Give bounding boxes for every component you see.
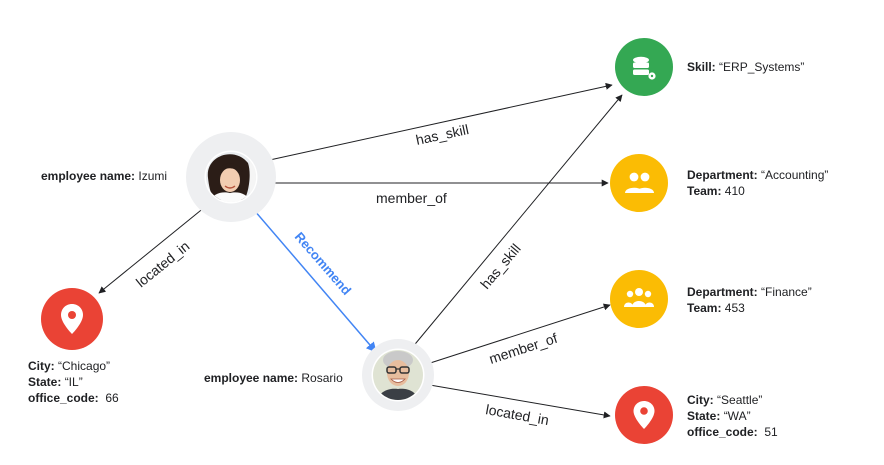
edge-izumi-city	[98, 197, 217, 294]
property-team: Team: 453	[687, 301, 745, 315]
edge-rosario-skill	[410, 94, 623, 350]
property-city: City: “Chicago”	[28, 359, 111, 373]
label-chicago: City: “Chicago” State: “IL” office_code:…	[28, 358, 119, 406]
edge-izumi-skill	[255, 82, 613, 164]
skill-node-erp-systems	[615, 38, 673, 96]
edge-label-rosario-skill: has_skill	[477, 241, 524, 292]
property-office-code: office_code: 51	[687, 425, 778, 439]
avatar-izumi	[186, 132, 276, 222]
edge-rosario-department	[423, 303, 611, 366]
database-icon	[633, 56, 656, 80]
edge-recommend	[247, 202, 377, 353]
property-department: Department: “Finance”	[687, 285, 812, 299]
property-office-code: office_code: 66	[28, 391, 119, 405]
edge-label-rosario-city: located_in	[484, 401, 550, 428]
label-finance: Department: “Finance” Team: 453	[687, 284, 812, 316]
label-izumi: employee name: Izumi	[41, 169, 168, 183]
property-department: Department: “Accounting”	[687, 168, 829, 182]
map-pin-icon	[61, 304, 83, 334]
department-node-finance	[610, 270, 668, 328]
department-node-accounting	[610, 154, 668, 212]
group-icon	[624, 288, 654, 307]
property-city: City: “Seattle”	[687, 393, 763, 407]
property-state: State: “WA”	[687, 409, 751, 423]
avatar-rosario	[362, 339, 434, 411]
edge-label-rosario-department: member_of	[487, 330, 559, 367]
edge-label-izumi-skill: has_skill	[414, 121, 470, 148]
location-node-seattle	[615, 386, 673, 444]
map-pin-icon	[633, 401, 655, 429]
property-state: State: “IL”	[28, 375, 83, 389]
edge-label-izumi-city: located_in	[133, 238, 193, 291]
label-skill: Skill: “ERP_Systems”	[687, 60, 805, 74]
edge-rosario-city	[423, 383, 611, 419]
group-icon	[625, 172, 654, 193]
location-node-chicago	[41, 288, 103, 350]
label-rosario: employee name: Rosario	[204, 371, 343, 385]
label-seattle: City: “Seattle” State: “WA” office_code:…	[687, 392, 778, 440]
edge-label-izumi-department: member_of	[376, 190, 447, 206]
property-team: Team: 410	[687, 184, 745, 198]
label-accounting: Department: “Accounting” Team: 410	[687, 167, 828, 199]
edge-label-recommend: Recommend	[292, 229, 355, 298]
